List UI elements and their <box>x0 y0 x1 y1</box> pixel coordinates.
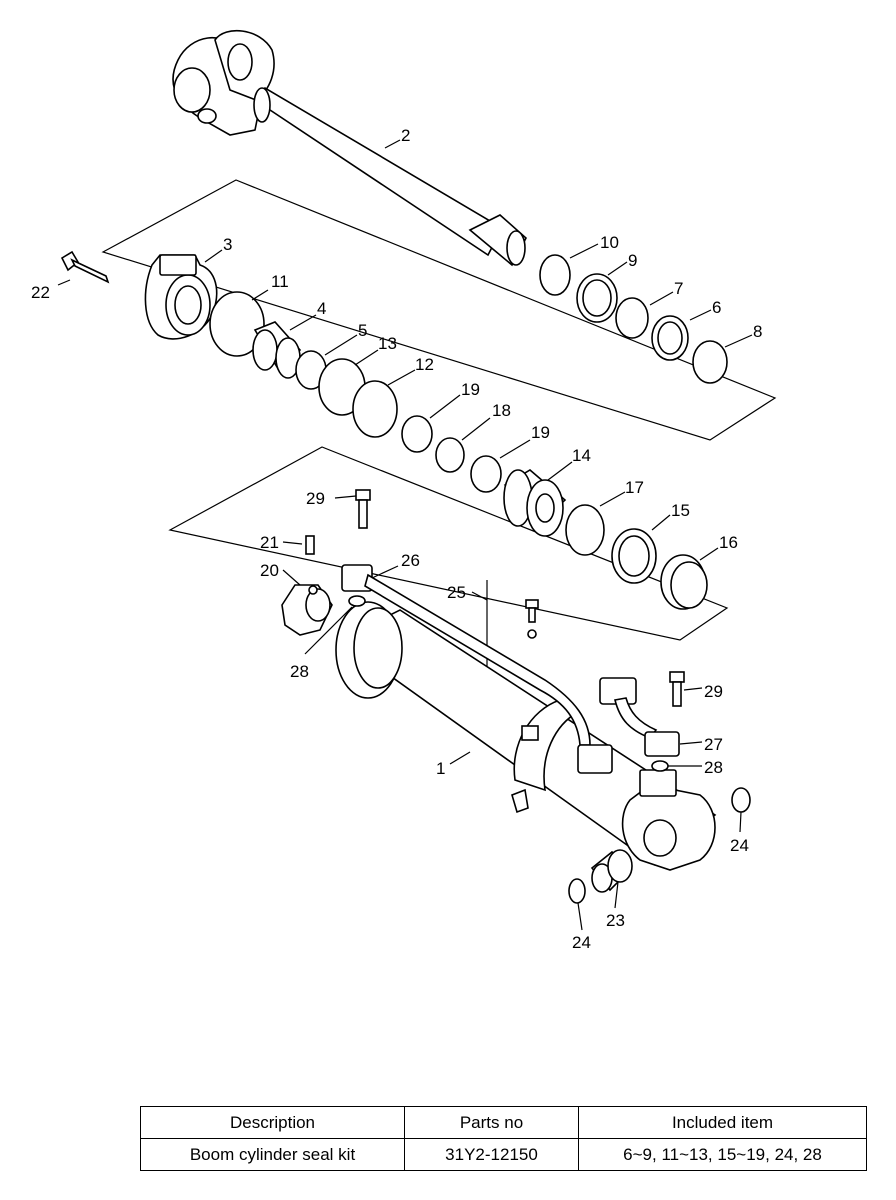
pipe-26 <box>341 564 613 774</box>
ring-19-b <box>470 455 502 493</box>
header-description: Description <box>140 1106 405 1139</box>
snap-ring-24-b <box>731 787 751 813</box>
cell-parts-no: 31Y2-12150 <box>404 1138 579 1171</box>
ring-6-inner <box>657 321 683 355</box>
lock-nut-20 <box>281 584 333 636</box>
ring-19-a <box>401 415 433 453</box>
label-part-1: 1 <box>436 759 445 778</box>
header-included-item: Included item <box>578 1106 867 1139</box>
table-row: Boom cylinder seal kit 31Y2-12150 6~9, 1… <box>140 1138 867 1171</box>
set-screw-21 <box>305 535 315 555</box>
socket-bolt-29-b <box>669 671 685 707</box>
bushing-4 <box>252 321 302 379</box>
label-part-19-b: 19 <box>531 423 550 442</box>
label-part-8: 8 <box>753 322 762 341</box>
header-parts-no: Parts no <box>404 1106 579 1139</box>
snap-ring-24-a <box>568 878 586 904</box>
ring-9-inner <box>582 279 612 317</box>
wear-ring-16 <box>660 554 708 610</box>
upper-group-outline <box>101 179 777 441</box>
ring-17 <box>565 504 605 556</box>
label-part-27: 27 <box>704 735 723 754</box>
label-part-3: 3 <box>223 235 232 254</box>
label-part-22: 22 <box>31 283 50 302</box>
rod-cover-gland <box>144 254 218 340</box>
socket-bolt-22 <box>60 250 110 284</box>
label-part-4: 4 <box>317 299 326 318</box>
label-part-21: 21 <box>260 533 279 552</box>
seal-kit-table: Description Parts no Included item Boom … <box>140 1106 867 1171</box>
cell-description: Boom cylinder seal kit <box>140 1138 405 1171</box>
leader-lines <box>57 139 753 931</box>
exploded-parts-diagram: 2 3 22 11 4 5 13 12 19 18 19 14 10 9 7 6… <box>31 29 777 952</box>
table-header-row: Description Parts no Included item <box>140 1106 867 1139</box>
label-part-28-b: 28 <box>704 758 723 777</box>
ring-10 <box>539 254 571 296</box>
o-ring-28-b <box>651 760 669 772</box>
label-part-17: 17 <box>625 478 644 497</box>
label-part-19-a: 19 <box>461 380 480 399</box>
ring-12 <box>352 380 398 438</box>
bolt-25 <box>525 599 539 639</box>
label-part-11: 11 <box>271 272 289 291</box>
label-part-16: 16 <box>719 533 738 552</box>
label-part-13: 13 <box>378 334 397 353</box>
ring-15-inner <box>618 535 650 577</box>
label-part-23: 23 <box>606 911 625 930</box>
label-part-7: 7 <box>674 279 683 298</box>
label-part-5: 5 <box>358 321 367 340</box>
o-ring-28-a <box>348 595 366 607</box>
label-part-25: 25 <box>447 583 466 602</box>
label-part-26: 26 <box>401 551 420 570</box>
label-part-10: 10 <box>600 233 619 252</box>
socket-bolt-29-a <box>355 489 371 529</box>
label-part-18: 18 <box>492 401 511 420</box>
ring-8 <box>692 340 728 384</box>
piston-14 <box>503 469 567 537</box>
ring-7 <box>615 297 649 339</box>
label-part-14: 14 <box>572 446 591 465</box>
piston-rod <box>172 29 527 267</box>
cell-included-item: 6~9, 11~13, 15~19, 24, 28 <box>578 1138 867 1171</box>
label-part-6: 6 <box>712 298 721 317</box>
label-part-9: 9 <box>628 251 637 270</box>
o-ring-11 <box>209 291 265 357</box>
pipe-27 <box>599 677 680 757</box>
label-part-2: 2 <box>401 126 410 145</box>
label-part-24-b: 24 <box>730 836 749 855</box>
label-part-20: 20 <box>260 561 279 580</box>
label-part-29-a: 29 <box>306 489 325 508</box>
label-part-28-a: 28 <box>290 662 309 681</box>
label-part-24-a: 24 <box>572 933 591 952</box>
ring-18 <box>435 437 465 473</box>
label-part-12: 12 <box>415 355 434 374</box>
lower-group-outline <box>168 446 729 641</box>
label-part-29-b: 29 <box>704 682 723 701</box>
label-part-15: 15 <box>671 501 690 520</box>
bushing-23 <box>590 849 633 893</box>
